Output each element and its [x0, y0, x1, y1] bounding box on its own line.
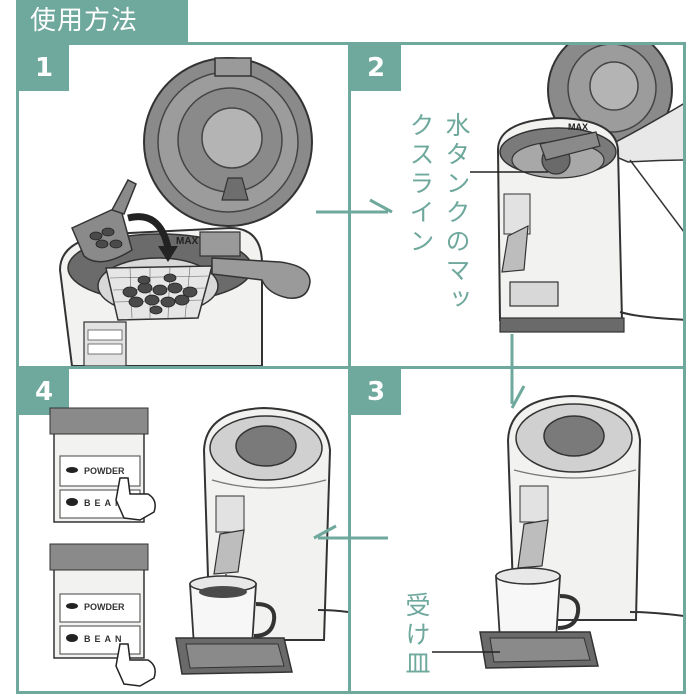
water-max-line-label: 水タンクのマックスライン	[406, 112, 471, 315]
bean-button-label-1: BEAN	[84, 498, 126, 508]
open-lid	[143, 57, 313, 227]
step-2-badge: 2	[351, 45, 401, 91]
step-3-badge: 3	[351, 369, 401, 415]
max-mark-2: MAX	[568, 122, 588, 132]
step-4-badge: 4	[19, 369, 69, 415]
frame-divider-horizontal	[16, 366, 686, 369]
step-3-illustration	[432, 394, 683, 669]
drip-tray-label: 受け皿	[402, 592, 431, 679]
arrow-left-icon	[313, 524, 388, 540]
step-2-illustration: MAX	[470, 45, 683, 333]
step-4-illustration: POWDER BEAN POWDER BEAN	[49, 406, 348, 687]
powder-button-label-2: POWDER	[84, 602, 125, 612]
scoop-icon	[71, 179, 137, 263]
step-1-illustration: MAX	[58, 57, 313, 366]
hand-pointer-icon	[115, 643, 156, 687]
step-1-badge: 1	[19, 45, 69, 91]
page-title: 使用方法	[16, 0, 188, 42]
powder-button-label-1: POWDER	[84, 466, 125, 476]
hand-pointer-icon	[115, 477, 156, 521]
bean-button-label-2: BEAN	[84, 634, 126, 644]
coffee-beans	[122, 273, 198, 315]
max-mark-1: MAX	[176, 236, 199, 247]
arrow-down-icon	[510, 334, 526, 409]
arrow-right-icon	[316, 198, 393, 214]
